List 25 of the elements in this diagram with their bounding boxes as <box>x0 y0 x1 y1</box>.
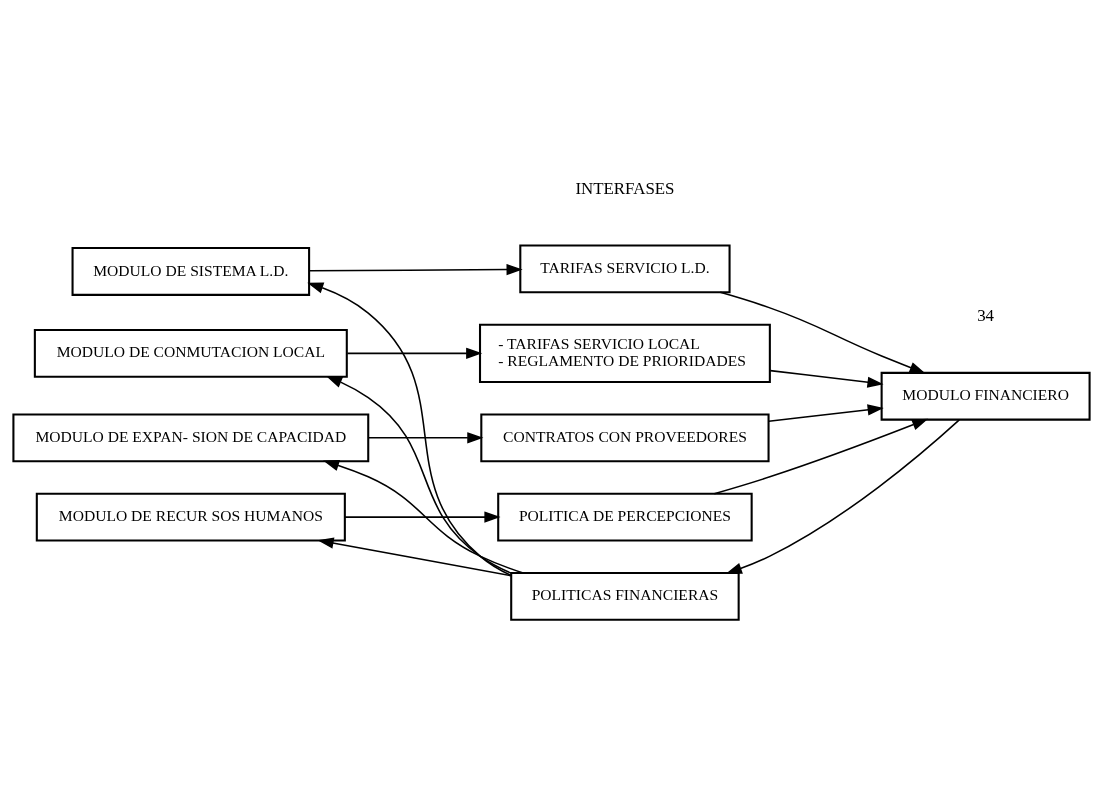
node-box: TARIFAS SERVICIO L.D. <box>519 244 731 294</box>
arrow <box>307 282 512 577</box>
arrow <box>317 537 512 577</box>
node-box: MODULO DE SISTEMA L.D. <box>71 247 311 296</box>
node-box: MODULO DE EXPAN- SION DE CAPACIDAD <box>12 413 370 463</box>
node-box: CONTRATOS CON PROVEEDORES <box>480 413 770 463</box>
node-box: - TARIFAS SERVICIO LOCAL - REGLAMENTO DE PRIORIDADES <box>478 323 771 383</box>
node-box: MODULO DE CONMUTACION LOCAL <box>33 328 348 378</box>
node-box: POLITICAS FINANCIERAS <box>510 571 740 621</box>
label: 34 <box>977 306 995 326</box>
arrow <box>769 369 884 388</box>
arrow <box>323 460 524 574</box>
arrow <box>308 263 523 276</box>
arrow <box>713 418 929 495</box>
arrow <box>346 347 483 359</box>
node-box: MODULO FINANCIERO <box>880 371 1091 421</box>
arrow <box>725 419 961 574</box>
node-box: MODULO DE RECUR SOS HUMANOS <box>35 492 346 542</box>
label: INTERFASES <box>575 179 675 199</box>
arrow <box>344 511 501 523</box>
arrow <box>326 375 512 574</box>
arrow <box>367 432 484 444</box>
node-box: POLITICA DE PERCEPCIONES <box>497 492 753 542</box>
arrow <box>768 404 884 423</box>
arrow <box>719 291 926 374</box>
